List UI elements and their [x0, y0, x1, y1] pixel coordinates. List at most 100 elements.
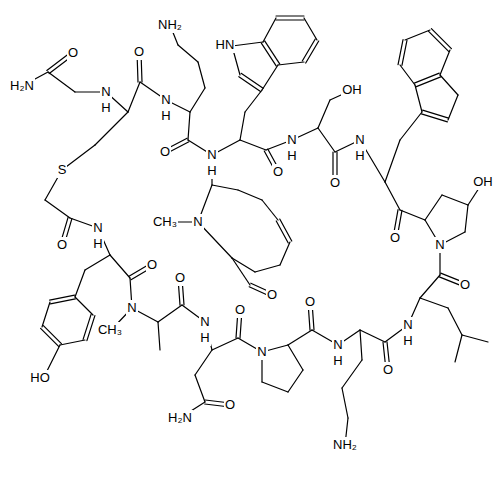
bond — [276, 219, 292, 243]
bond — [83, 314, 95, 340]
bond — [50, 295, 76, 304]
bond-stroke — [288, 330, 312, 345]
bond-stroke — [43, 326, 61, 344]
bond-stroke — [431, 29, 451, 49]
atom-label: N H — [160, 92, 171, 124]
bond — [75, 270, 85, 297]
bond-stroke — [385, 182, 400, 210]
bond-stroke — [195, 350, 212, 375]
bond — [421, 110, 448, 122]
bond — [262, 200, 278, 220]
bond-stroke — [360, 330, 362, 360]
bond — [360, 330, 385, 342]
bond — [288, 345, 303, 370]
bond-stroke — [95, 112, 128, 145]
bond-stroke — [232, 258, 255, 272]
bond-stroke — [420, 298, 448, 308]
atom-label: O — [382, 362, 394, 378]
bond — [245, 90, 262, 112]
atom-label: N H — [92, 220, 103, 252]
bond-stroke — [276, 15, 304, 16]
bond — [232, 258, 250, 285]
atom-label: NH₂ — [332, 437, 358, 453]
bond-stroke — [195, 375, 205, 402]
bond-stroke — [462, 335, 488, 342]
bond — [342, 388, 348, 418]
atom-label: O — [67, 45, 79, 61]
bond-stroke — [262, 65, 278, 90]
atom-label: H₂N — [167, 410, 193, 426]
bond — [75, 297, 93, 315]
bond-stroke — [190, 88, 205, 112]
bond-stroke — [448, 95, 458, 120]
atom-label: O — [174, 270, 186, 286]
bond — [462, 335, 488, 342]
atom-label: O — [459, 277, 471, 293]
bond-stroke — [240, 140, 266, 150]
bond-stroke — [405, 30, 430, 40]
bond-stroke — [75, 270, 85, 297]
atom-label: N H — [206, 147, 217, 179]
bond — [414, 73, 440, 87]
bond — [360, 330, 362, 360]
bond — [238, 190, 262, 200]
atom-label: N H — [100, 84, 111, 116]
bond-stroke — [278, 62, 304, 65]
atom-label: O — [159, 144, 171, 160]
bond-stroke — [212, 185, 238, 190]
bond — [158, 305, 182, 322]
atom-label: O — [389, 230, 401, 246]
bond-stroke — [239, 77, 261, 92]
atom-label: O — [224, 397, 236, 413]
bond — [288, 330, 312, 345]
bond-stroke — [48, 72, 75, 92]
bond — [178, 45, 198, 62]
atom-label: N H — [199, 314, 210, 346]
bond — [465, 205, 468, 232]
bond — [385, 140, 400, 182]
atom-label: N H — [286, 132, 297, 164]
bond-stroke — [158, 322, 160, 350]
bond-stroke — [318, 100, 330, 128]
bond — [45, 200, 70, 218]
atom-label: NH₂ — [157, 17, 183, 33]
bond — [288, 370, 303, 392]
bond — [262, 65, 278, 90]
bond — [188, 112, 190, 140]
bond — [302, 39, 318, 63]
bond — [195, 375, 205, 402]
bond-stroke — [158, 305, 182, 322]
bond-stroke — [245, 90, 262, 112]
bond-stroke — [400, 112, 422, 140]
bond — [239, 73, 263, 91]
bond — [240, 112, 245, 140]
bond-stroke — [421, 114, 447, 122]
bond — [318, 128, 335, 152]
atom-label: N H — [332, 337, 343, 369]
bond — [405, 30, 430, 40]
bond-stroke — [420, 275, 440, 298]
bond — [262, 382, 288, 392]
atom-label: N H — [402, 317, 413, 349]
bond-stroke — [318, 128, 335, 152]
bond-stroke — [288, 345, 303, 370]
bond — [212, 338, 238, 350]
atom-label: S — [57, 162, 68, 178]
bond — [448, 308, 462, 335]
bond-stroke — [304, 18, 317, 40]
bond-stroke — [60, 340, 85, 345]
bond — [280, 242, 290, 265]
bond-stroke — [360, 330, 385, 342]
atom-label: HN — [215, 37, 236, 53]
bond-stroke — [440, 75, 458, 95]
bond — [232, 42, 263, 46]
bond-stroke — [276, 19, 304, 20]
bond-stroke — [455, 335, 462, 362]
bond-stroke — [212, 338, 238, 350]
bond — [263, 18, 276, 42]
bond-stroke — [400, 210, 425, 220]
atom-label: CH₃ — [152, 214, 178, 230]
bond — [198, 62, 205, 88]
bond — [95, 112, 128, 145]
